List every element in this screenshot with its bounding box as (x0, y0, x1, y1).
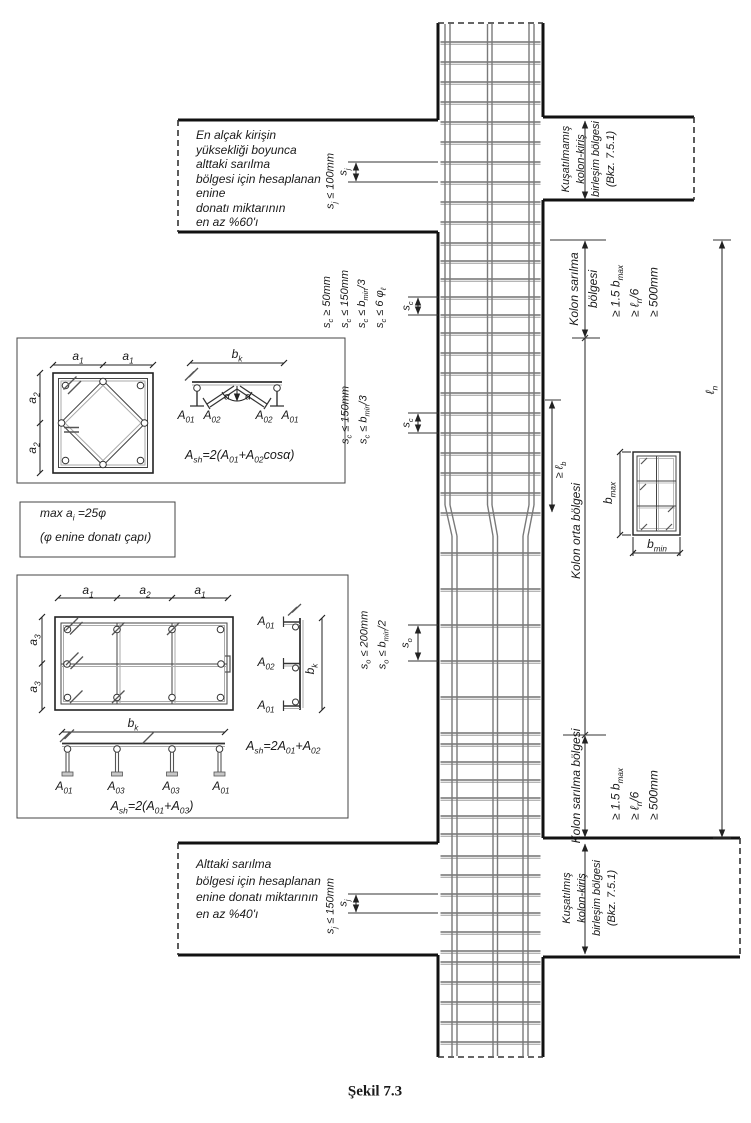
dim-a1: a1 (122, 349, 134, 366)
label-A01: A01 (257, 614, 275, 631)
column-rebars (444, 24, 535, 1056)
dim-bk-bottom: bk (127, 716, 139, 733)
label-zone-limits-bottom: ≥ 1.5 bmax≥ ℓn/6≥ 500mm (608, 767, 661, 821)
detail-box-square (16, 337, 346, 484)
small-section-hooks (639, 457, 675, 531)
rebar-lap-cranks (444, 504, 535, 537)
label-lap-length: ≥ ℓb (553, 461, 568, 479)
alpha-arc (221, 391, 253, 402)
dim-a2: a2 (25, 392, 42, 404)
label-zone-limits-top: ≥ 1.5 bmax≥ ℓn/6≥ 500mm (608, 264, 661, 318)
note-max-spacing: max ai =25φ (40, 506, 107, 523)
structure-dashed-edges (177, 22, 741, 1058)
square-section-hooks (63, 376, 82, 433)
label-A03: A03 (107, 779, 125, 796)
rect-section-hooks (65, 617, 180, 704)
structure-outline (178, 23, 740, 1057)
dim-a1: a1 (72, 349, 84, 366)
dim-bk: bk (231, 347, 243, 364)
label-zone-bottom: Kolon sarılma bölgesi (569, 728, 584, 844)
label-alpha: α (224, 391, 230, 403)
hoop-hooks (184, 367, 199, 381)
label-zone-top: Kolon sarılma bölgesi (567, 252, 600, 326)
label-A01: A01 (257, 698, 275, 715)
label-A02: A02 (203, 408, 221, 425)
dimension-extension-lines (348, 161, 731, 914)
formula-ash-square: Ash=2(A01+A02cosα) (185, 448, 295, 465)
dim-a3: a3 (26, 634, 43, 646)
detail-box-rect (16, 574, 349, 819)
label-sc-symbol-mid: sc (400, 418, 415, 428)
label-A02: A02 (257, 655, 275, 672)
label-sj-symbol-top: sj (337, 168, 352, 176)
note-bottom-left: Alttaki sarılma bölgesi için hesaplanan … (196, 857, 321, 921)
label-A01: A01 (212, 779, 230, 796)
label-sj-top-limit: sj ≤ 100mm (324, 152, 339, 210)
formula-ash-rect-bottom: Ash=2(A01+A03) (110, 798, 194, 816)
label-alpha: α (245, 391, 251, 403)
note-max-spacing-sub: (φ enine donatı çapı) (40, 530, 152, 544)
label-joint-bottom: Kuşatılmış kolon-kiriş birleşim bölgesi … (561, 860, 618, 936)
small-section (616, 448, 684, 557)
square-section-bars (57, 377, 149, 469)
vertical-hoop-hooks (287, 603, 302, 616)
label-A03: A03 (162, 779, 180, 796)
label-bmin: bmin (647, 537, 667, 554)
hoop-feet (61, 771, 226, 777)
label-A01: A01 (281, 408, 299, 425)
label-bmax: bmax (601, 481, 618, 505)
label-A01: A01 (177, 408, 195, 425)
dim-a1: a1 (194, 583, 206, 600)
dim-a2: a2 (25, 442, 42, 454)
label-A02: A02 (255, 408, 273, 425)
bottom-hoop-hooks (59, 729, 154, 744)
figure-caption: Şekil 7.3 (347, 1083, 403, 1100)
dimension-lines (352, 120, 726, 955)
label-so-symbol: so (399, 638, 414, 648)
column-ties (440, 41, 541, 1045)
dim-a1: a1 (82, 583, 94, 600)
label-sc-symbol-top: sc (400, 301, 415, 311)
label-sj-symbol-bottom: sj (337, 899, 352, 907)
note-top-left: En alçak kirişin yüksekliği boyunca altt… (196, 128, 321, 229)
crosstie-diagonals (206, 385, 268, 408)
rect-section-staple (225, 655, 231, 673)
label-zone-middle: Kolon orta bölgesi (569, 482, 584, 580)
dim-bk-vertical: bk (303, 663, 320, 675)
label-A01: A01 (55, 779, 73, 796)
formula-ash-rect-top: Ash=2A01+A02 (246, 739, 321, 756)
detail-box-note (19, 501, 176, 558)
label-joint-top: Kuşatılmamış kolon-kiriş birleşim bölges… (560, 121, 617, 197)
dim-a3: a3 (26, 681, 43, 693)
label-sj-bottom-limit: sj ≤ 150mm (324, 877, 339, 935)
label-clear-height: ℓn (703, 385, 720, 395)
dim-a2: a2 (139, 583, 151, 600)
